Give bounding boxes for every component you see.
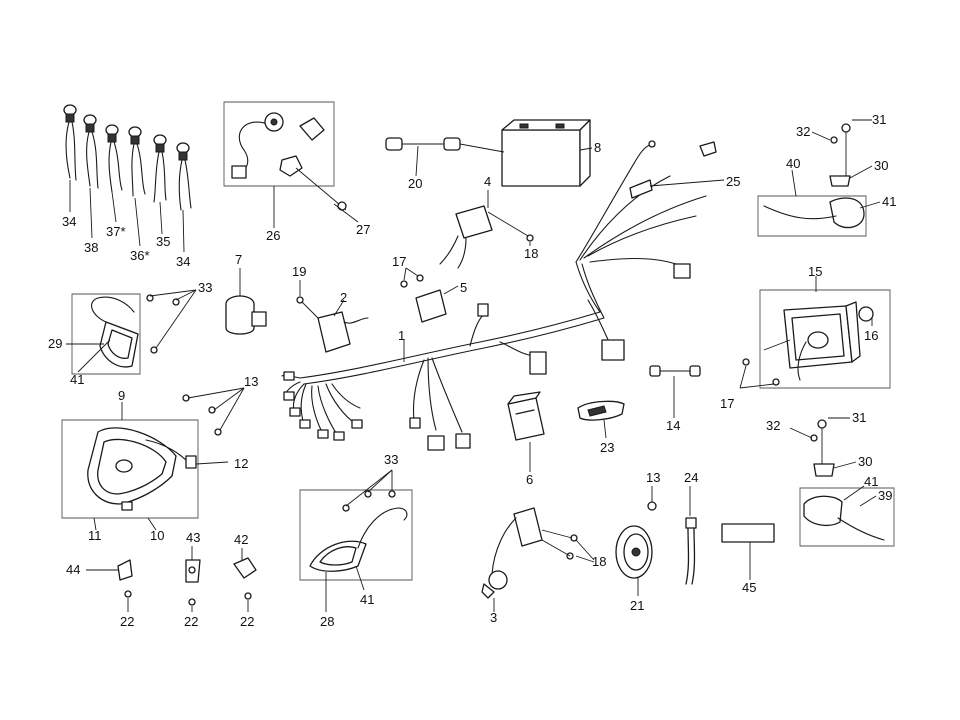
group-box-29 bbox=[71, 293, 141, 375]
callout-35: 35 bbox=[156, 234, 170, 249]
regulator bbox=[400, 267, 459, 323]
harness-branch-25 bbox=[575, 140, 725, 279]
callout-43: 43 bbox=[186, 530, 200, 545]
callout-16: 16 bbox=[864, 328, 878, 343]
relay-2 bbox=[296, 280, 369, 353]
callout-21: 21 bbox=[630, 598, 644, 613]
horn-21 bbox=[615, 486, 657, 596]
callout-2: 2 bbox=[340, 290, 347, 305]
callout-31-top: 31 bbox=[872, 112, 886, 127]
switch-set bbox=[63, 104, 192, 253]
callout-30-top: 30 bbox=[874, 158, 888, 173]
brackets bbox=[86, 546, 257, 612]
callout-17-right: 17 bbox=[720, 396, 734, 411]
callout-32-bottom: 32 bbox=[766, 418, 780, 433]
callout-1: 1 bbox=[398, 328, 405, 343]
callout-37: 37* bbox=[106, 224, 126, 239]
callout-5: 5 bbox=[460, 280, 467, 295]
group-box-15 bbox=[759, 289, 891, 389]
callout-32-top: 32 bbox=[796, 124, 810, 139]
callout-41-top-right: 41 bbox=[882, 194, 896, 209]
callout-45: 45 bbox=[742, 580, 756, 595]
callout-42: 42 bbox=[234, 532, 248, 547]
ignition-coil bbox=[481, 507, 595, 612]
callout-41-left: 41 bbox=[70, 372, 84, 387]
callout-41-bottom-left: 41 bbox=[360, 592, 374, 607]
turn-signal-left-top bbox=[66, 289, 197, 373]
flasher-relay bbox=[507, 391, 545, 472]
callout-13-bottom: 13 bbox=[646, 470, 660, 485]
turn-signal-left-bottom bbox=[309, 469, 408, 612]
callout-29: 29 bbox=[48, 336, 62, 351]
callout-3: 3 bbox=[490, 610, 497, 625]
main-harness bbox=[281, 261, 625, 451]
callout-36: 36* bbox=[130, 248, 150, 263]
callout-14: 14 bbox=[666, 418, 680, 433]
group-box-28 bbox=[299, 489, 413, 581]
callout-20: 20 bbox=[408, 176, 422, 191]
cdi-unit bbox=[439, 190, 534, 269]
callout-34-left: 34 bbox=[62, 214, 76, 229]
horn bbox=[225, 268, 267, 335]
callout-18-bottom: 18 bbox=[592, 554, 606, 569]
turn-signal-right-top bbox=[763, 119, 881, 229]
callout-22-b: 22 bbox=[184, 614, 198, 629]
group-box-40 bbox=[757, 195, 867, 237]
callout-34-right: 34 bbox=[176, 254, 190, 269]
callout-24: 24 bbox=[684, 470, 698, 485]
callout-22-c: 22 bbox=[240, 614, 254, 629]
callout-19: 19 bbox=[292, 264, 306, 279]
ignition-switch-group bbox=[231, 112, 359, 228]
callout-13-left: 13 bbox=[244, 374, 258, 389]
callout-7: 7 bbox=[235, 252, 242, 267]
callout-17-top: 17 bbox=[392, 254, 406, 269]
wire-14 bbox=[649, 365, 701, 418]
callout-39: 39 bbox=[878, 488, 892, 503]
callout-23: 23 bbox=[600, 440, 614, 455]
pad-45 bbox=[721, 523, 775, 580]
fuse-cable bbox=[385, 137, 505, 177]
callout-27: 27 bbox=[356, 222, 370, 237]
callout-12: 12 bbox=[234, 456, 248, 471]
group-box-9 bbox=[61, 419, 199, 519]
callout-38: 38 bbox=[84, 240, 98, 255]
callout-33-bottom: 33 bbox=[384, 452, 398, 467]
callout-33-left: 33 bbox=[198, 280, 212, 295]
callout-8: 8 bbox=[594, 140, 601, 155]
callout-28: 28 bbox=[320, 614, 334, 629]
callout-9: 9 bbox=[118, 388, 125, 403]
callout-22-a: 22 bbox=[120, 614, 134, 629]
callout-15: 15 bbox=[808, 264, 822, 279]
callout-40: 40 bbox=[786, 156, 800, 171]
callout-31-bottom: 31 bbox=[852, 410, 866, 425]
callout-30-bottom: 30 bbox=[858, 454, 872, 469]
battery bbox=[501, 119, 593, 187]
group-box-26 bbox=[223, 101, 335, 187]
callout-4: 4 bbox=[484, 174, 491, 189]
callout-44: 44 bbox=[66, 562, 80, 577]
callout-10: 10 bbox=[150, 528, 164, 543]
cable-tie bbox=[685, 486, 697, 585]
callout-18-top: 18 bbox=[524, 246, 538, 261]
turn-signal-right-bottom bbox=[789, 417, 885, 541]
callout-25: 25 bbox=[726, 174, 740, 189]
callout-41-bottom-right: 41 bbox=[864, 474, 878, 489]
callout-11: 11 bbox=[88, 528, 102, 543]
starter-relay bbox=[577, 400, 625, 439]
group-box-39 bbox=[799, 487, 895, 547]
callout-26: 26 bbox=[266, 228, 280, 243]
tail-light bbox=[739, 276, 874, 389]
callout-6: 6 bbox=[526, 472, 533, 487]
callout-labels: 34 38 37* 36* 35 34 26 27 20 8 4 18 25 3… bbox=[48, 112, 896, 629]
headlight bbox=[87, 387, 245, 531]
